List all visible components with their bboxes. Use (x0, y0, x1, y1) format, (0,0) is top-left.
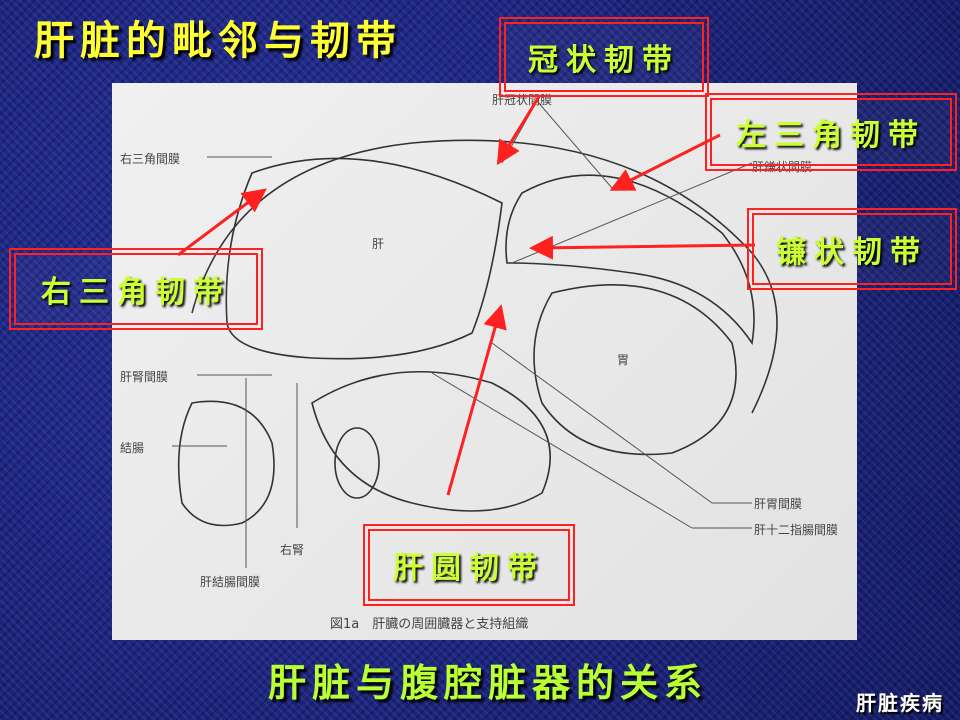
callout-left-triangular-ligament: 左三角韧带 (705, 93, 957, 171)
arrow-round (446, 304, 507, 496)
corner-label: 肝脏疾病 (856, 691, 944, 715)
label-liver: 肝 (372, 237, 385, 251)
label-hepatorenal: 肝腎間膜 (120, 370, 169, 384)
label-stomach: 胃 (617, 353, 630, 367)
figure-caption: 図1a 肝臓の周囲臓器と支持組織 (330, 617, 529, 632)
slide-subtitle: 肝脏与腹腔脏器的关系 (268, 661, 709, 705)
duodenum-outline (311, 370, 551, 512)
label-right-triangular-membrane: 右三角間膜 (120, 152, 181, 166)
label-right-kidney: 右腎 (280, 543, 305, 557)
callout-right-triangular-ligament: 右三角韧带 (9, 248, 263, 330)
colon-outline (177, 400, 275, 527)
kidney-outline (334, 427, 380, 499)
callout-round-ligament: 肝圆韧带 (363, 524, 575, 606)
arrow-right-triangular (177, 188, 267, 257)
label-hepatocolic: 肝結腸間膜 (200, 575, 261, 589)
stomach-outline (533, 284, 737, 456)
label-hepatogastric: 肝胃間膜 (754, 497, 803, 511)
label-coronary-membrane: 肝冠状間膜 (492, 93, 553, 107)
label-hepatoduodenal: 肝十二指腸間膜 (754, 523, 839, 537)
slide-title: 肝脏的毗邻与韧带 (34, 18, 402, 64)
callout-falciform-ligament: 镰状韧带 (747, 208, 957, 290)
label-falciform-membrane: 肝鎌状間膜 (752, 160, 813, 174)
arrow-coronary (496, 94, 542, 166)
callout-coronary-ligament: 冠状韧带 (499, 17, 709, 97)
label-colon: 結腸 (120, 441, 145, 455)
arrow-falciform (529, 235, 756, 260)
left-lobe-outline (505, 174, 755, 346)
liver-outline (225, 157, 503, 360)
arrow-left-triangular (609, 133, 721, 191)
